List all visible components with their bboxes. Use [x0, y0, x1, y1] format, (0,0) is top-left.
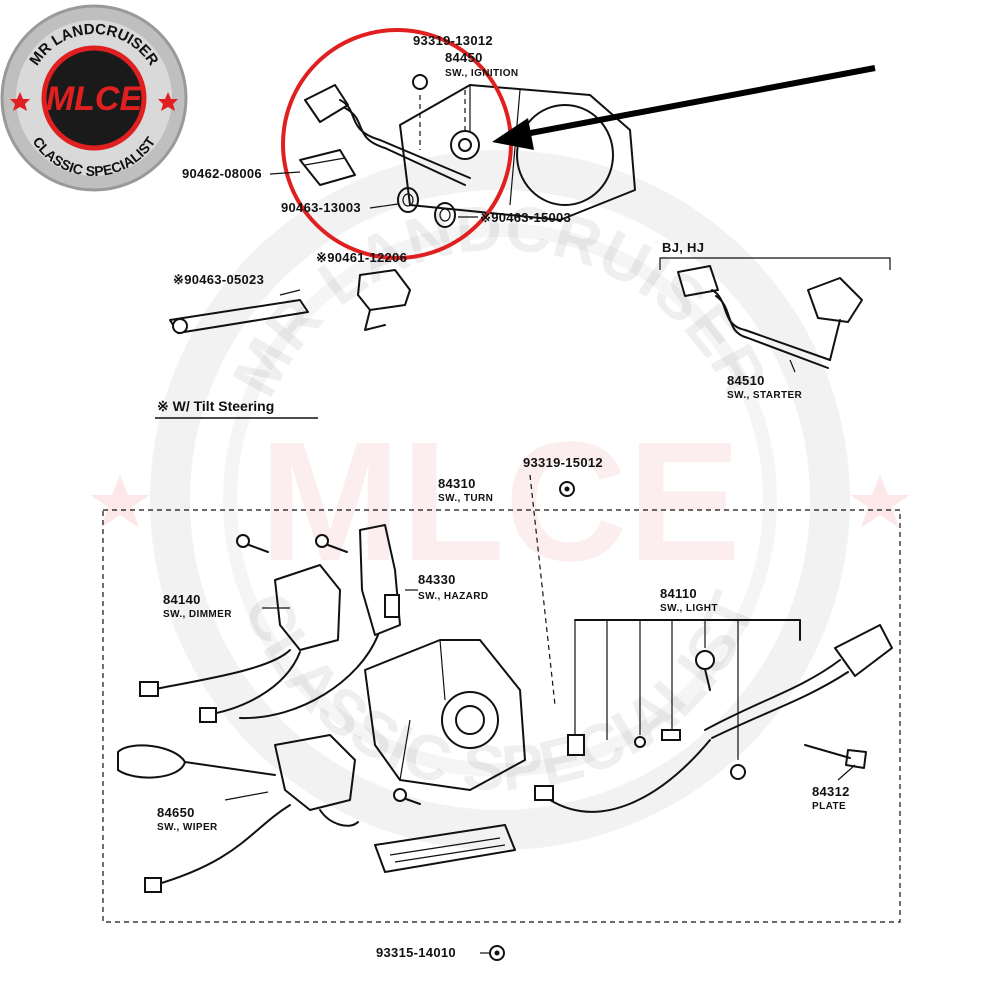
hazard-switch-drawing — [239, 524, 401, 720]
bj-hj-bracket-line — [659, 257, 891, 270]
logo-star-icon — [158, 92, 178, 111]
steering-column-housing — [399, 84, 636, 221]
tilt-steering-note: ※ W/ Tilt Steering — [157, 398, 274, 414]
watermark-star-icon — [850, 475, 910, 528]
plate-84312-drawing — [804, 744, 867, 769]
screw-icon — [315, 534, 348, 553]
label-84140: 84140 — [163, 592, 201, 607]
clamp-90463-13003 — [397, 187, 419, 213]
label-84110: 84110 — [660, 586, 697, 601]
label-90463-05023: ※90463-05023 — [173, 272, 264, 287]
ignition-switch-drawing — [304, 74, 480, 186]
pointer-arrow-icon — [492, 65, 876, 150]
label-84312-name: PLATE — [812, 801, 846, 812]
label-90463-13003: 90463-13003 — [281, 200, 361, 215]
connector-block-drawing — [374, 824, 516, 873]
screw-icon — [236, 534, 269, 553]
bracket-90461-12206 — [357, 269, 411, 331]
logo-badge: MR LANDCRUISER CLASSIC SPECIALIST MLCE — [0, 4, 188, 192]
label-90461-12206: ※90461-12206 — [316, 250, 407, 265]
wiper-switch-drawing — [117, 734, 359, 893]
label-84310: 84310 — [438, 476, 476, 491]
turn-switch-body-drawing — [364, 474, 556, 791]
screw-icon — [412, 74, 428, 90]
label-84450-name: SW., IGNITION — [445, 68, 519, 79]
clamp-90463-05023 — [169, 289, 309, 334]
label-84140-name: SW., DIMMER — [163, 609, 232, 620]
label-84330: 84330 — [418, 572, 456, 587]
label-90463-15003: ※90463-15003 — [480, 210, 571, 225]
washer-icon — [489, 945, 505, 961]
label-84650-name: SW., WIPER — [157, 822, 218, 833]
logo-center-text: MLCE — [46, 80, 144, 118]
light-switch-drawing — [534, 619, 893, 813]
watermark-center-text: MLCE — [259, 407, 741, 597]
screw-icon — [393, 788, 421, 805]
watermark: MR LANDCRUISER CLASSIC SPECIALIST MLCE — [90, 150, 910, 850]
label-84510: 84510 — [727, 373, 765, 388]
label-bj-hj: BJ, HJ — [662, 240, 704, 255]
dimmer-switch-drawing — [139, 564, 341, 723]
label-84450: 84450 — [445, 50, 483, 65]
bracket-90462-08006 — [299, 149, 356, 186]
label-93319-15012: 93319-15012 — [523, 455, 603, 470]
label-84310-name: SW., TURN — [438, 493, 493, 504]
label-93319-13012: 93319-13012 — [413, 33, 493, 48]
label-93315-14010: 93315-14010 — [376, 945, 456, 960]
turn-switch-assembly-box — [102, 509, 901, 923]
label-84330-name: SW., HAZARD — [418, 591, 489, 602]
label-90462-08006: 90462-08006 — [182, 166, 262, 181]
logo-star-icon — [10, 92, 30, 111]
washer-icon — [559, 481, 575, 497]
clamp-90463-15003 — [434, 202, 456, 228]
leader-lines — [224, 171, 856, 954]
label-84510-name: SW., STARTER — [727, 390, 803, 401]
label-84650: 84650 — [157, 805, 195, 820]
watermark-star-icon — [90, 475, 150, 528]
starter-switch-drawing — [677, 265, 863, 369]
label-84312: 84312 — [812, 784, 850, 799]
label-84110-name: SW., LIGHT — [660, 603, 718, 614]
